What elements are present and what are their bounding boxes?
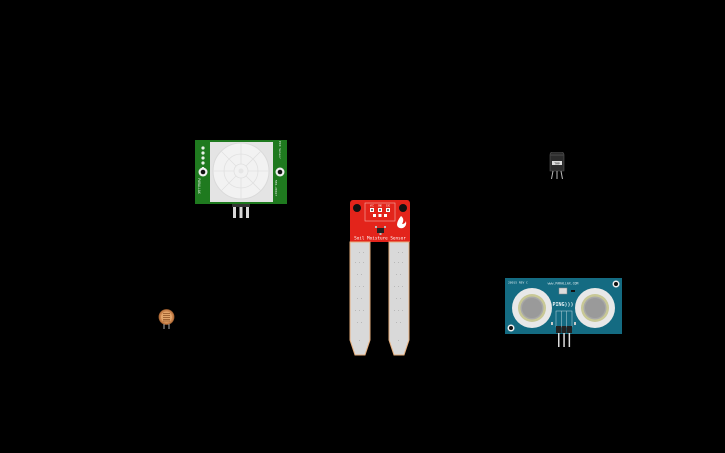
soil-probe-right (388, 241, 410, 356)
pin-gnd[interactable] (558, 333, 560, 347)
temp-label-plate (552, 161, 562, 165)
ldr-trace-icon (163, 313, 170, 322)
mounting-hole-icon (399, 204, 407, 212)
ping-url-label: www.PARALLAX.COM (548, 282, 579, 286)
soil-probe-left (349, 241, 371, 356)
temperature-sensor[interactable]: TMP (548, 152, 566, 179)
ping-label: PING))) (552, 302, 573, 308)
pin[interactable] (551, 170, 554, 179)
mounting-hole-icon (353, 204, 361, 212)
pir-part-number: 555-28027 (274, 180, 278, 196)
pin-5v[interactable] (563, 333, 565, 347)
svg-text:GND: GND (378, 205, 383, 208)
pir-motion-sensor[interactable]: PARALLAX PIR Sensor 555-28027 (195, 140, 287, 218)
ping-rev-label: 28015 REV C (508, 281, 528, 285)
pin[interactable] (233, 207, 236, 218)
photoresistor[interactable] (158, 309, 175, 329)
transistor-icon (377, 228, 384, 233)
soil-moisture-sensor[interactable]: VCC GND SIG Soil Moisture Sensor (349, 200, 411, 357)
pir-left-label: PARALLAX (197, 178, 201, 193)
pin-sig[interactable] (568, 333, 571, 347)
svg-text:TMP: TMP (554, 161, 560, 165)
svg-text:SIG: SIG (386, 205, 391, 208)
ultrasonic-sensor[interactable]: 28015 REV C www.PARALLAX.COM PING))) (505, 278, 622, 347)
pir-right-label: PIR Sensor (278, 141, 282, 159)
pin[interactable] (560, 170, 563, 179)
pin[interactable] (246, 207, 249, 218)
crystal-icon (558, 287, 568, 295)
soil-label: Soil Moisture Sensor (354, 236, 406, 242)
pin[interactable] (239, 207, 243, 218)
sparkfun-logo-icon (397, 216, 407, 229)
svg-text:VCC: VCC (370, 205, 375, 208)
